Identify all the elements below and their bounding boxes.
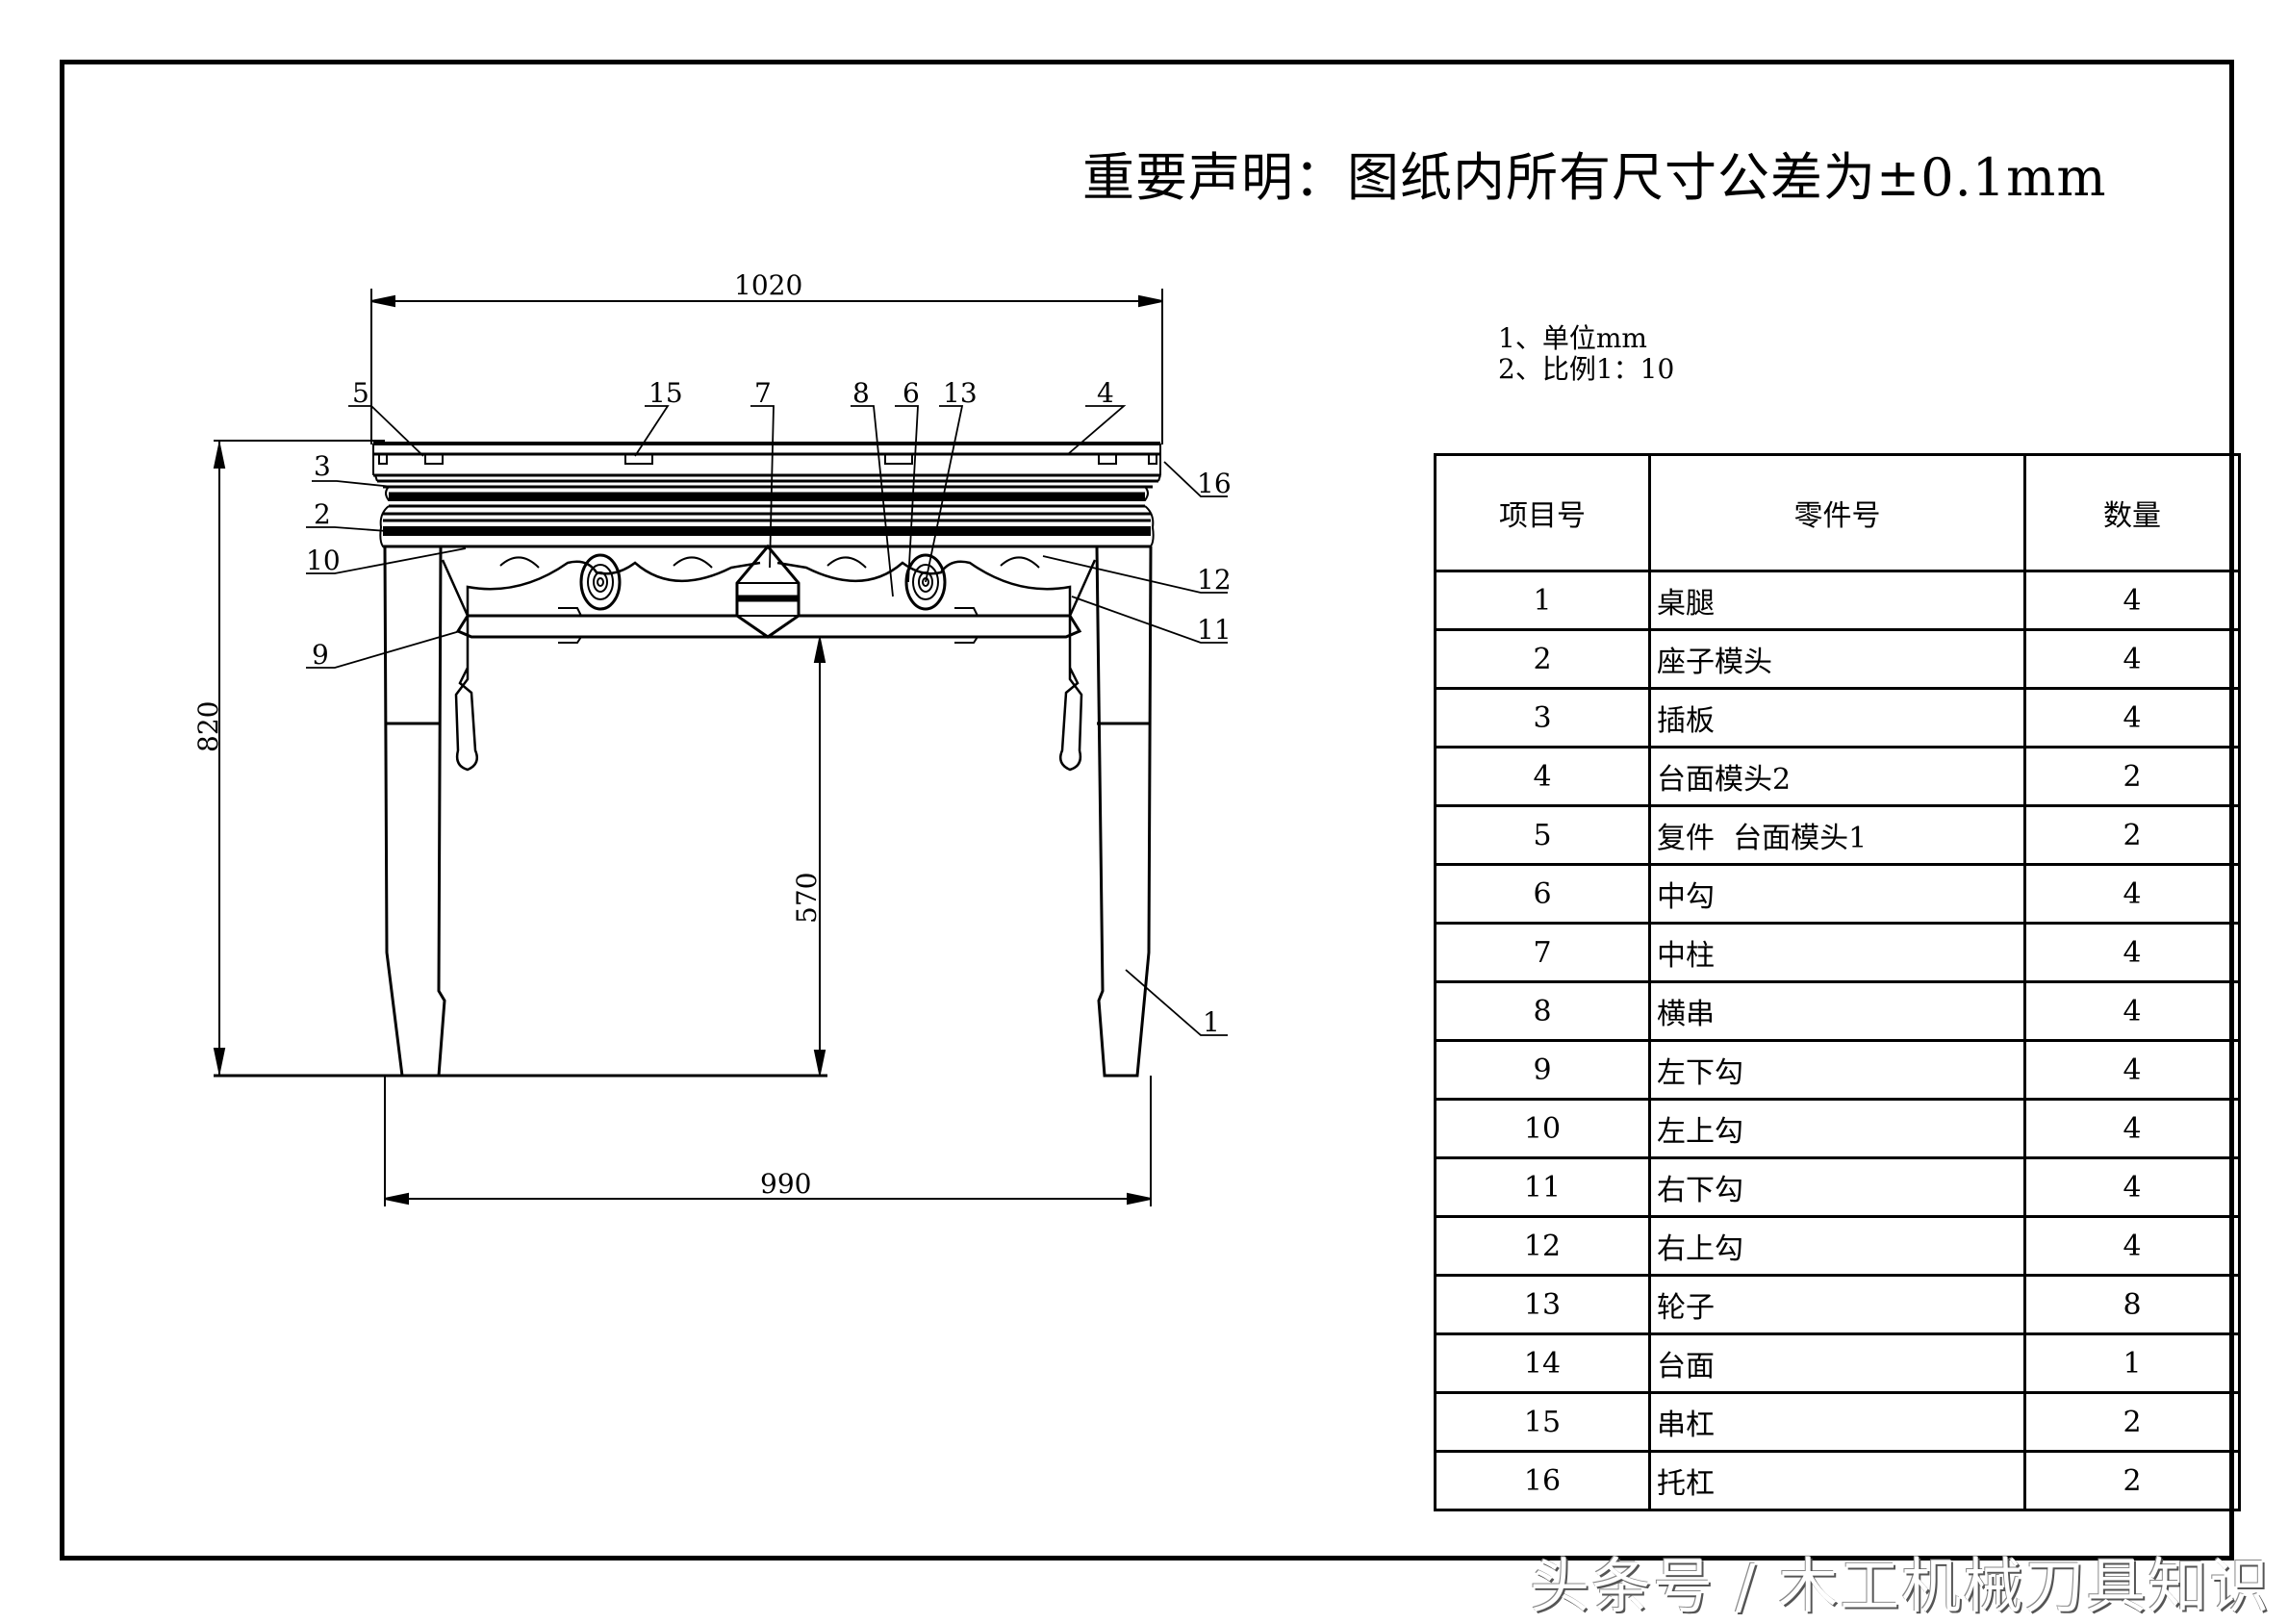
part-name: 座子模头 (1648, 628, 2026, 690)
watermark-text: 头条号 / 木工机械刀具知识 (1530, 1551, 2272, 1621)
callout-1: 1 (1203, 1006, 1220, 1038)
part-name: 台面 (1648, 1332, 2026, 1394)
part-name: 轮子 (1648, 1274, 2026, 1335)
callout-15: 15 (648, 377, 683, 409)
dim-overall-width: 1020 (734, 269, 802, 301)
item-no: 15 (1434, 1391, 1651, 1453)
callout-13: 13 (943, 377, 978, 409)
callout-11: 11 (1197, 614, 1232, 646)
callout-3: 3 (314, 450, 331, 482)
callout-6: 6 (902, 377, 920, 409)
wheel-right (904, 553, 947, 611)
note-unit: 1、单位mm (1498, 322, 1647, 354)
tolerance-statement-title: 重要声明：图纸内所有尺寸公差为±0.1mm (1082, 147, 2107, 208)
quantity: 2 (2023, 1450, 2241, 1511)
item-no: 1 (1434, 570, 1651, 631)
item-no: 3 (1434, 687, 1651, 749)
callout-4: 4 (1097, 377, 1114, 409)
quantity: 4 (2023, 628, 2241, 690)
part-name: 右上勾 (1648, 1215, 2026, 1277)
part-name: 左下勾 (1648, 1039, 2026, 1101)
quantity: 1 (2023, 1332, 2241, 1394)
drawing-notes: 1、单位mm 2、比例1：10 (1498, 323, 1674, 385)
item-no: 14 (1434, 1332, 1651, 1394)
quantity: 4 (2023, 570, 2241, 631)
quantity: 4 (2023, 1098, 2241, 1159)
callout-12: 12 (1197, 564, 1232, 596)
item-no: 2 (1434, 628, 1651, 690)
item-no: 10 (1434, 1098, 1651, 1159)
part-name: 托杠 (1648, 1450, 2026, 1511)
callout-16: 16 (1197, 468, 1232, 499)
part-name: 左上勾 (1648, 1098, 2026, 1159)
part-name: 右下勾 (1648, 1156, 2026, 1218)
part-name: 桌腿 (1648, 570, 2026, 631)
item-no: 12 (1434, 1215, 1651, 1277)
quantity: 4 (2023, 863, 2241, 925)
part-name: 中柱 (1648, 922, 2026, 983)
quantity: 4 (2023, 1215, 2241, 1277)
callout-7: 7 (754, 377, 772, 409)
callout-2: 2 (314, 498, 331, 530)
header-item-no: 项目号 (1434, 453, 1651, 572)
item-no: 6 (1434, 863, 1651, 925)
dim-knee-height: 570 (791, 873, 823, 924)
bom-header-row: 项目号 零件号 数量 (1434, 453, 2241, 572)
callout-10: 10 (306, 545, 341, 576)
item-no: 16 (1434, 1450, 1651, 1511)
part-name: 台面模头2 (1648, 746, 2026, 807)
item-no: 9 (1434, 1039, 1651, 1101)
item-no: 11 (1434, 1156, 1651, 1218)
quantity: 2 (2023, 746, 2241, 807)
item-no: 8 (1434, 980, 1651, 1042)
part-name: 复件 台面模头1 (1648, 804, 2026, 866)
quantity: 4 (2023, 980, 2241, 1042)
header-quantity: 数量 (2023, 453, 2241, 572)
callout-9: 9 (312, 639, 329, 671)
item-no: 4 (1434, 746, 1651, 807)
quantity: 2 (2023, 1391, 2241, 1453)
dim-overall-height: 820 (192, 701, 224, 752)
note-scale: 2、比例1：10 (1498, 353, 1675, 385)
quantity: 8 (2023, 1274, 2241, 1335)
callout-5: 5 (352, 377, 369, 409)
item-no: 7 (1434, 922, 1651, 983)
quantity: 4 (2023, 1156, 2241, 1218)
part-name: 横串 (1648, 980, 2026, 1042)
quantity: 4 (2023, 922, 2241, 983)
header-part-no: 零件号 (1648, 453, 2026, 572)
quantity: 4 (2023, 1039, 2241, 1101)
part-name: 中勾 (1648, 863, 2026, 925)
quantity: 4 (2023, 687, 2241, 749)
part-name: 串杠 (1648, 1391, 2026, 1453)
dim-leg-span: 990 (760, 1168, 811, 1200)
part-name: 插板 (1648, 687, 2026, 749)
item-no: 5 (1434, 804, 1651, 866)
callout-8: 8 (852, 377, 870, 409)
quantity: 2 (2023, 804, 2241, 866)
wheel-left (579, 553, 622, 611)
item-no: 13 (1434, 1274, 1651, 1335)
